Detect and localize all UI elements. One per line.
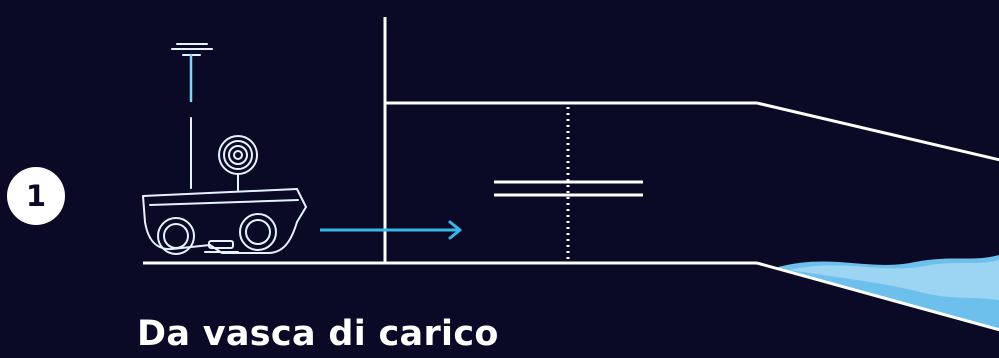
pipe-slope-bottom: [756, 261, 999, 332]
robot-rover-icon: [142, 43, 307, 255]
step-caption: Da vasca di carico: [137, 314, 499, 354]
pipe-slope-top: [756, 101, 999, 162]
gnss-antenna-icon: [171, 43, 213, 103]
signal-dish-icon: [218, 135, 258, 191]
flow-arrow-icon: [320, 220, 462, 240]
water-wave: [775, 255, 999, 330]
valve-symbol-icon: [494, 180, 643, 197]
step-number-badge: 1: [7, 167, 65, 225]
